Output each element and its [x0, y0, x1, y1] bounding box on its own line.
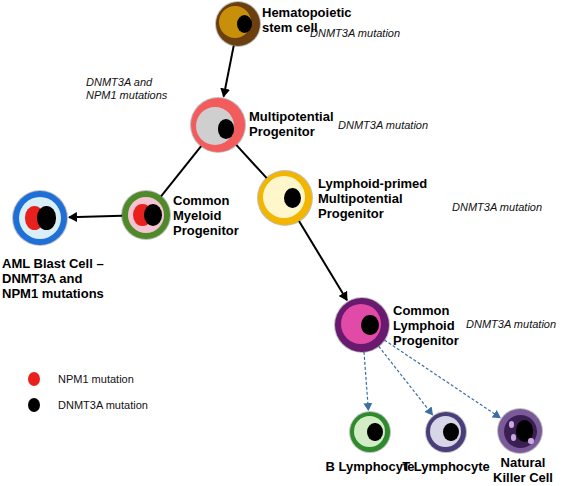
mutation-dot [528, 438, 533, 444]
cell-label: Multipotential Progenitor [249, 109, 349, 139]
legend-text: NPM1 mutation [58, 373, 178, 386]
mutation-dot [237, 15, 252, 33]
mutation-dot [218, 119, 234, 138]
cell-circle: Lymphoid-primed Multipotential Progenito… [258, 171, 312, 225]
mutation-dot [443, 423, 458, 441]
lineage-arrow [379, 346, 433, 414]
lineage-arrow [236, 145, 266, 178]
mutation-dot [37, 206, 56, 229]
mutation-note: DNMT3A and NPM1 mutations [86, 76, 168, 102]
mutation-note: DNMT3A mutation [338, 119, 448, 132]
legend-text: DNMT3A mutation [58, 399, 178, 412]
mutation-note: DNMT3A mutation [310, 27, 420, 40]
lineage-arrow [364, 352, 368, 410]
cell-label: T Lymphocyte [394, 459, 498, 474]
lineage-arrow [69, 216, 122, 218]
cell-circle: Multipotential Progenitor [191, 98, 245, 152]
cell-circle: T Lymphocyte [426, 412, 466, 452]
cell-label: Common Myeloid Progenitor [173, 193, 248, 238]
lineage-arrow [161, 146, 201, 196]
cell-label: Natural Killer Cell [485, 455, 561, 485]
lineage-arrow [299, 221, 347, 300]
cell-label: Common Lymphoid Progenitor [393, 303, 478, 348]
mutation-dot [367, 423, 382, 441]
mutation-dot [511, 434, 516, 440]
cell-circle: AML Blast Cell – DNMT3A and NPM1 mutatio… [13, 191, 67, 245]
cell-circle: Common Myeloid Progenitor [122, 191, 170, 239]
cell-circle: B Lymphocyte [350, 412, 390, 452]
mutation-dot [361, 315, 378, 336]
mutation-dot [509, 421, 514, 427]
legend-swatch [28, 372, 40, 386]
cell-circle: Common Lymphoid Progenitor [335, 298, 389, 352]
mutation-note: DNMT3A mutation [466, 318, 563, 331]
cell-circle: Hematopoietic stem cell [216, 2, 260, 46]
cell-circle: Natural Killer Cell [498, 409, 542, 453]
cell-label: Lymphoid-primed Multipotential Progenito… [318, 176, 443, 221]
lineage-arrow [224, 46, 234, 97]
mutation-note: DNMT3A mutation [452, 201, 562, 214]
cell-label: AML Blast Cell – DNMT3A and NPM1 mutatio… [2, 256, 120, 301]
lineage-arrow [384, 340, 500, 418]
legend-swatch [28, 398, 40, 412]
